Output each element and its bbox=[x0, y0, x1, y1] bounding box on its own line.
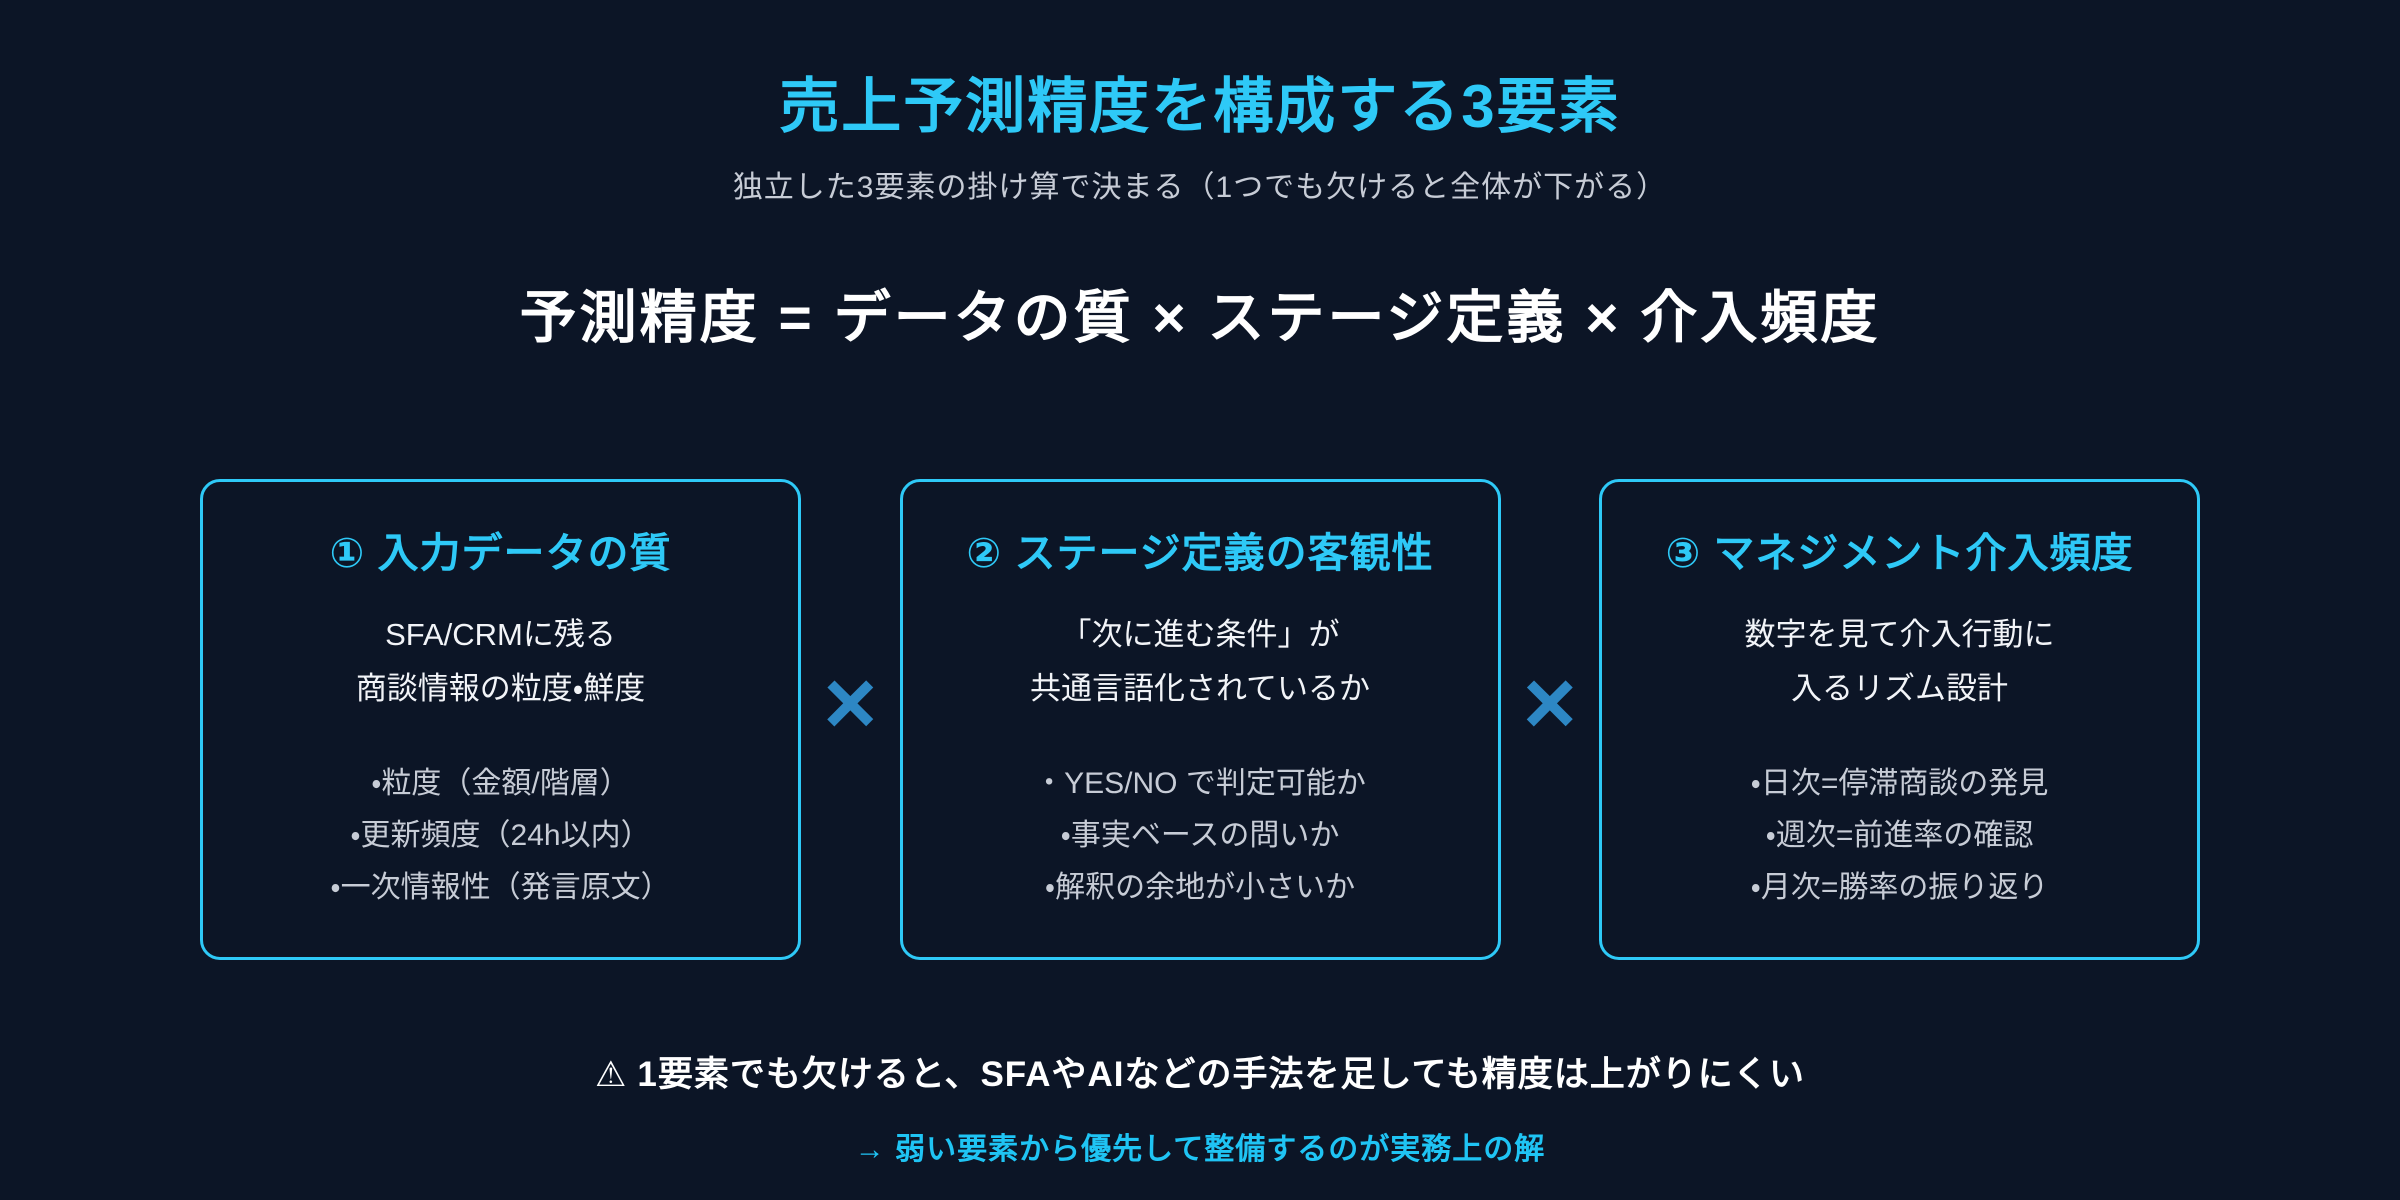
factors-row: ① 入力データの質 SFA/CRMに残る 商談情報の粒度・鮮度 ・粒度（金額/階… bbox=[200, 479, 2200, 960]
warning-text: 1要素でも欠けると、SFAやAIなどの手法を足しても精度は上がりにくい bbox=[637, 1055, 1806, 1094]
factor-bullet: ・週次=前進率の確認 bbox=[1765, 819, 2034, 852]
factor-bullet: ・事実ベースの問いか bbox=[1060, 819, 1340, 852]
factor-2-heading: ② ステージ定義の客観性 bbox=[966, 530, 1434, 576]
multiply-separator-1: × bbox=[802, 479, 898, 960]
factor-card-1: ① 入力データの質 SFA/CRMに残る 商談情報の粒度・鮮度 ・粒度（金額/階… bbox=[200, 479, 801, 960]
formula-text: 予測精度 = データの質 × ステージ定義 × 介入頻度 bbox=[519, 286, 1881, 350]
factor-description-line: SFA/CRMに残る bbox=[385, 617, 616, 652]
multiply-icon: × bbox=[1522, 651, 1577, 754]
multiply-icon: × bbox=[823, 651, 878, 754]
factor-description-line: 数字を見て介入行動に bbox=[1744, 617, 2055, 652]
warning-icon: ⚠ bbox=[594, 1055, 628, 1094]
factor-bullet: ・更新頻度（24h以内） bbox=[350, 819, 651, 852]
factor-bullet: ・粒度（金額/階層） bbox=[371, 767, 630, 800]
multiply-separator-2: × bbox=[1502, 479, 1598, 960]
factor-card-2: ② ステージ定義の客観性 「次に進む条件」が 共通言語化されているか ・YES/… bbox=[899, 479, 1501, 960]
factor-description-line: 共通言語化されているか bbox=[1029, 671, 1371, 706]
warning-note: ⚠1要素でも欠けると、SFAやAIなどの手法を足しても精度は上がりにくい bbox=[0, 1046, 2400, 1097]
factor-bullet: ・解釈の余地が小さいか bbox=[1044, 871, 1356, 904]
factor-3-description: 数字を見て介入行動に 入るリズム設計 bbox=[1602, 608, 2197, 716]
factor-bullet: ・日次=停滞商談の発見 bbox=[1750, 767, 2049, 800]
factor-2-bullets: ・YES/NO で判定可能か ・事実ベースの問いか ・解釈の余地が小さいか bbox=[903, 758, 1498, 914]
factor-1-heading: ① 入力データの質 bbox=[329, 530, 672, 576]
factor-3-heading: ③ マネジメント介入頻度 bbox=[1665, 530, 2134, 576]
factor-1-description: SFA/CRMに残る 商談情報の粒度・鮮度 bbox=[203, 608, 798, 716]
factor-description-line: 「次に進む条件」が bbox=[1060, 617, 1340, 652]
factor-bullet: ・一次情報性（発言原文） bbox=[330, 871, 671, 904]
factor-description-line: 商談情報の粒度・鮮度 bbox=[355, 671, 646, 706]
page-subtitle: 独立した3要素の掛け算で決まる（1つでも欠けると全体が下がる） bbox=[732, 171, 1668, 204]
factor-bullet: ・月次=勝率の振り返り bbox=[1750, 871, 2049, 904]
factor-card-3: ③ マネジメント介入頻度 数字を見て介入行動に 入るリズム設計 ・日次=停滞商談… bbox=[1599, 479, 2200, 960]
factor-1-bullets: ・粒度（金額/階層） ・更新頻度（24h以内） ・一次情報性（発言原文） bbox=[203, 758, 798, 914]
factor-bullet: ・YES/NO で判定可能か bbox=[1034, 767, 1366, 800]
factor-2-description: 「次に進む条件」が 共通言語化されているか bbox=[903, 608, 1498, 716]
factor-description-line: 入るリズム設計 bbox=[1791, 671, 2008, 706]
conclusion-note: → 弱い要素から優先して整備するのが実務上の解 bbox=[854, 1133, 1546, 1166]
factor-3-bullets: ・日次=停滞商談の発見 ・週次=前進率の確認 ・月次=勝率の振り返り bbox=[1602, 758, 2197, 914]
page-title: 売上予測精度を構成する3要素 bbox=[779, 73, 1621, 140]
